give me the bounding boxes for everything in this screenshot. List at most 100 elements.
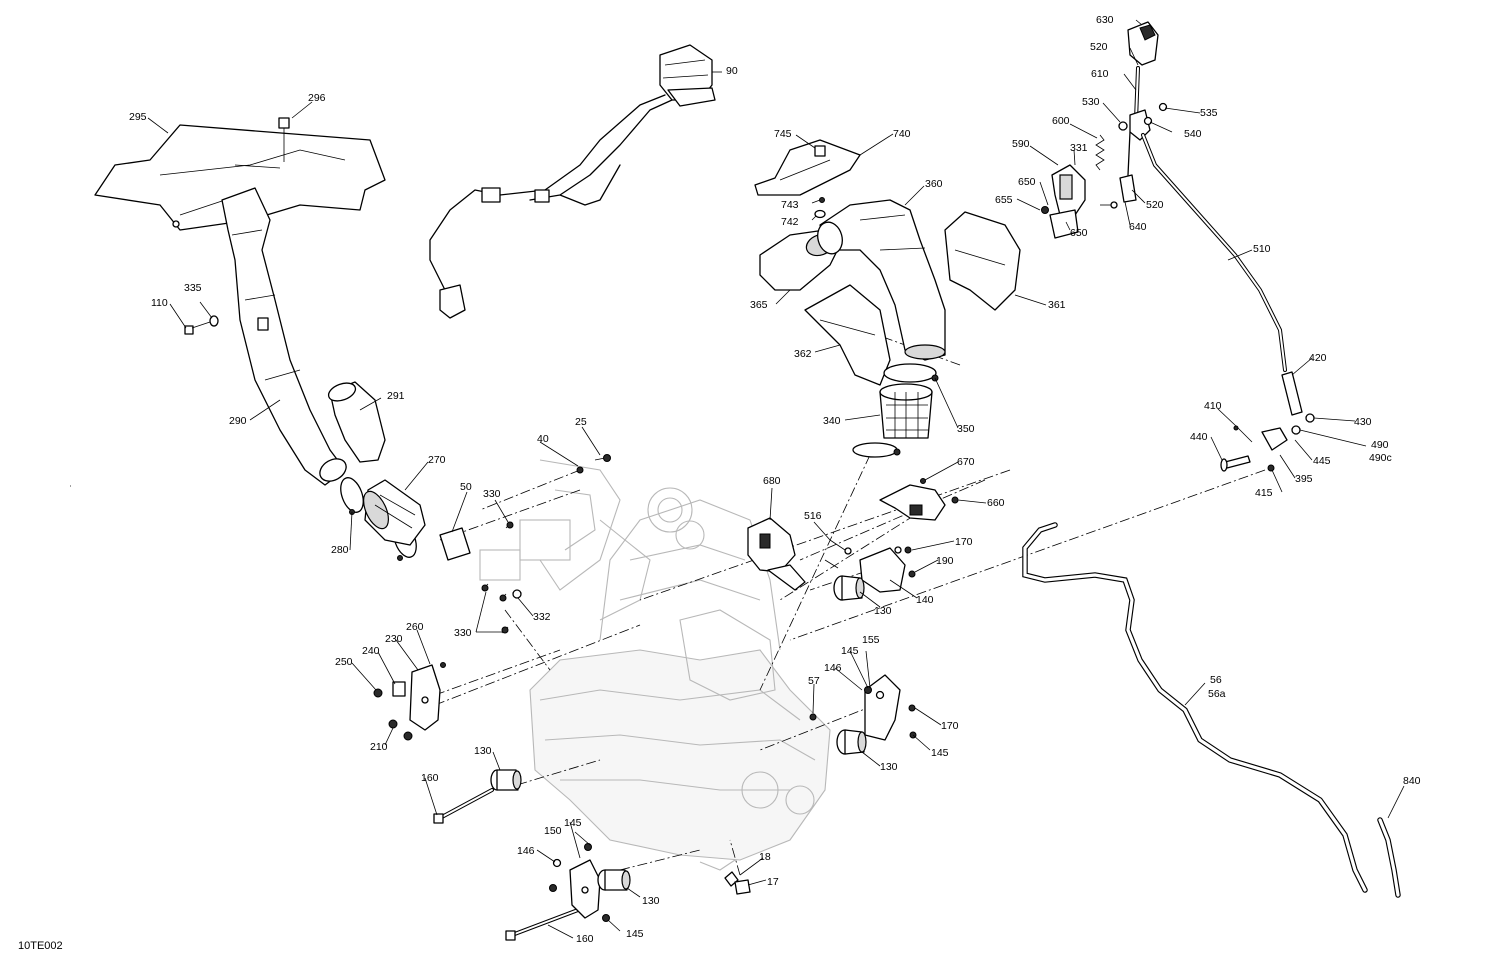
callout-160a: 160 [421,772,439,784]
bolt-110 [184,321,211,335]
rod-end-420 [1281,371,1303,416]
callout-130a: 130 [874,605,892,617]
callout-335: 335 [184,282,202,294]
callout-155: 155 [862,634,880,646]
callout-25: 25 [575,416,587,428]
callout-600: 600 [1052,115,1070,127]
callout-170b: 170 [941,720,959,732]
callout-743: 743 [781,199,799,211]
callout-440: 440 [1190,431,1208,443]
coupler-270 [363,479,426,546]
diagram-reference: 10TE002 [18,940,63,952]
callout-145b: 145 [931,747,949,759]
callout-145d: 145 [626,928,644,940]
callout-146b: 146 [517,845,535,857]
bolt-57 [809,713,817,721]
callout-650b: 650 [1070,227,1088,239]
leader-lines [70,19,1405,939]
hose-840 [1377,817,1401,898]
callout-40: 40 [537,433,549,445]
callout-146a: 146 [824,662,842,674]
callout-362: 362 [794,348,812,360]
hardware-743-742 [814,197,826,219]
callout-110: 110 [151,297,168,309]
callout-395: 395 [1295,473,1313,485]
washer-335 [209,315,219,327]
callout-530: 530 [1082,96,1100,108]
callout-445: 445 [1313,455,1331,467]
bracket-680 [747,517,806,591]
callout-742: 742 [781,216,799,228]
callout-660: 660 [987,497,1005,509]
callout-655: 655 [995,194,1013,206]
bolt-40 [576,466,584,474]
callout-650a: 650 [1018,176,1036,188]
bolt-296 [278,117,290,162]
callout-150: 150 [544,825,562,837]
bracket-590 [1049,164,1086,239]
callout-240: 240 [362,645,380,657]
callout-745: 745 [774,128,792,140]
callout-590: 590 [1012,138,1030,150]
callout-90: 90 [726,65,738,77]
screws-330 [481,521,514,634]
callout-410: 410 [1204,400,1222,412]
callout-145c: 145 [564,817,582,829]
callout-130d: 130 [642,895,660,907]
elbow-291 [327,381,386,463]
callout-160b: 160 [576,933,594,945]
callout-230: 230 [385,633,403,645]
connector-640 [1119,174,1137,203]
engine-mount-150 [569,859,601,919]
callout-210: 210 [370,741,388,753]
gasket-50 [439,527,471,561]
intake-duct-360 [817,199,946,361]
callout-190: 190 [936,555,954,567]
callout-18: 18 [759,851,771,863]
callout-331: 331 [1070,142,1088,154]
callout-840: 840 [1403,775,1421,787]
bushing-130-right-bottom [836,729,867,755]
hardware-left-mount [373,662,446,741]
shift-rod-510 [1141,133,1287,372]
callout-250: 250 [335,656,353,668]
callout-290: 290 [229,415,247,427]
bushing-130-right-top [833,575,865,601]
callout-130c: 130 [880,761,898,773]
clamp-350-top [883,363,939,383]
callout-610: 610 [1091,68,1109,80]
wiring-harness-90 [429,44,716,319]
fitting-17-18 [724,871,751,895]
callout-520b: 520 [1146,199,1164,211]
callout-57: 57 [808,675,820,687]
pin-440 [1220,455,1251,472]
hardware-535-540 [1143,102,1168,126]
rod-end-hardware [1233,413,1315,472]
callout-516: 516 [804,510,822,522]
callout-740: 740 [893,128,911,140]
spring-600 [1095,134,1105,171]
callout-140: 140 [916,594,934,606]
callout-130b: 130 [474,745,492,757]
shift-knob-630 [1127,21,1159,66]
callout-50: 50 [460,481,472,493]
bushing-130-left [490,769,522,791]
engine-block-ghost [479,459,831,871]
bolt-160-lower [505,908,580,941]
callout-365: 365 [750,299,768,311]
callout-170a: 170 [955,536,973,548]
callout-labels: 17 18 25 40 50 56 56a 57 90 110 130 130 … [18,14,1421,952]
bushing-130-bottom [597,869,631,891]
callout-270: 270 [428,454,446,466]
bracket-740 [754,139,861,196]
callout-291: 291 [387,390,405,402]
shield-660 [879,484,946,521]
callout-630: 630 [1096,14,1114,26]
nut-332 [512,589,522,599]
callout-490c: 490c [1369,452,1392,464]
assembly-lines [434,324,1266,876]
hardware-650-655 [1041,201,1118,214]
callout-670: 670 [957,456,975,468]
callout-535: 535 [1200,107,1218,119]
